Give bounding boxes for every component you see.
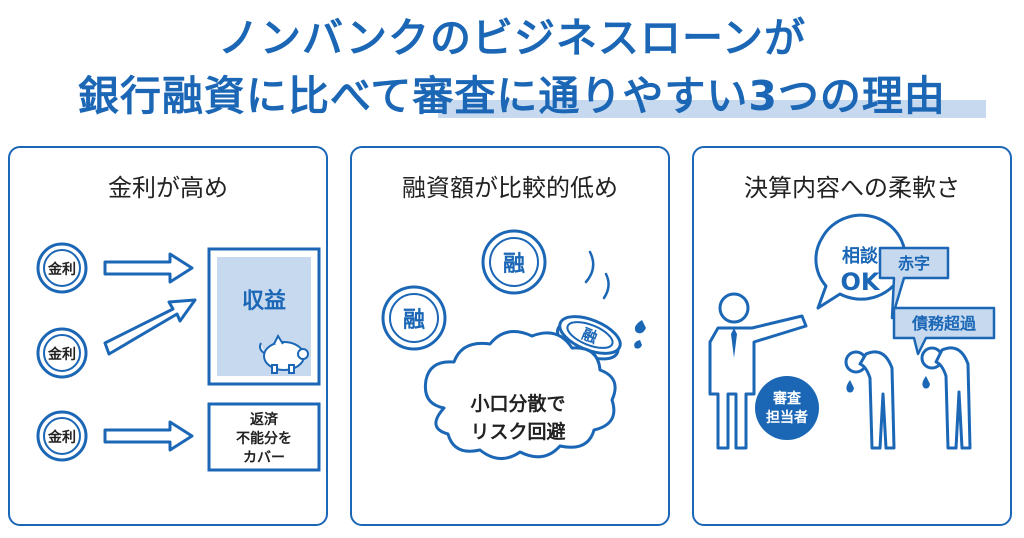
panel-title: 融資額が比較的低め <box>402 174 618 202</box>
arrow-icon <box>103 420 194 452</box>
bowing-person-icon <box>920 346 972 450</box>
panel-low-loan-amount: 融資額が比較的低め 融 融 融 小口 <box>350 146 670 526</box>
coin-label: 金利 <box>47 346 76 363</box>
page-title-line2: 銀行融資に比べて審査に通りやすい3つの理由 <box>78 72 946 120</box>
panel-title: 決算内容への柔軟さ <box>744 174 960 202</box>
piggy-bank-icon <box>259 333 309 374</box>
arrow-icon <box>103 252 194 284</box>
title-highlight <box>438 100 986 118</box>
coin-label: 金利 <box>47 429 76 446</box>
cloud-shape <box>423 330 617 460</box>
interest-coin-icon: 金利 <box>36 242 88 294</box>
loan-coin-icon: 融 <box>381 285 447 351</box>
reviewer-label-line2: 担当者 <box>766 409 808 426</box>
cover-label-line3: カバー <box>243 450 285 466</box>
reviewer-label-line1: 審査 <box>772 390 802 407</box>
coin-label: 金利 <box>47 261 76 278</box>
coin-label: 融 <box>403 308 425 333</box>
loan-coin-icon: 融 <box>481 229 547 295</box>
necktie-icon <box>731 328 737 358</box>
deficit-tag: 赤字 <box>878 246 950 320</box>
sweat-drop-icon <box>846 380 854 393</box>
cover-label-line1: 返済 <box>250 411 279 428</box>
sweat-drop-icon <box>922 376 930 389</box>
cloud-text-line2: リスク回避 <box>470 420 565 443</box>
speech-label-line1: 相談 <box>842 245 879 267</box>
speech-label-line2: OK <box>841 268 881 296</box>
coin-label: 融 <box>579 325 600 347</box>
page-title-line1: ノンバンクのビジネスローンが <box>218 14 806 62</box>
arrow-icon <box>103 298 197 356</box>
low-loan-illustration: 融 融 融 小口分散で リスク回避 <box>381 229 646 460</box>
panel-flexible-financials: 決算内容への柔軟さ 相談 OK 審査 担当者 赤字 債務超過 <box>692 146 1012 526</box>
cover-label-line2: 不能分を <box>236 430 292 447</box>
flexible-financials-illustration: 相談 OK 審査 担当者 赤字 債務超過 <box>708 213 996 450</box>
debt-excess-tag: 債務超過 <box>892 306 996 356</box>
tag-debt-label: 債務超過 <box>911 314 977 333</box>
water-drop-icon <box>634 320 646 349</box>
motion-lines-icon <box>584 250 610 300</box>
cloud-text-line1: 小口分散で <box>470 392 565 415</box>
panel-high-interest: 金利が高め 金利 金利 金利 収益 <box>8 146 328 526</box>
income-label: 収益 <box>242 288 286 314</box>
high-interest-illustration: 金利 金利 金利 収益 <box>36 242 321 472</box>
coin-label: 融 <box>503 252 525 277</box>
bowing-person-icon <box>844 350 896 450</box>
panel-title: 金利が高め <box>108 174 228 202</box>
reviewer-badge: 審査 担当者 <box>755 376 819 440</box>
interest-coin-icon: 金利 <box>36 410 88 462</box>
interest-coin-icon: 金利 <box>36 327 88 379</box>
tag-red-label: 赤字 <box>898 254 930 273</box>
